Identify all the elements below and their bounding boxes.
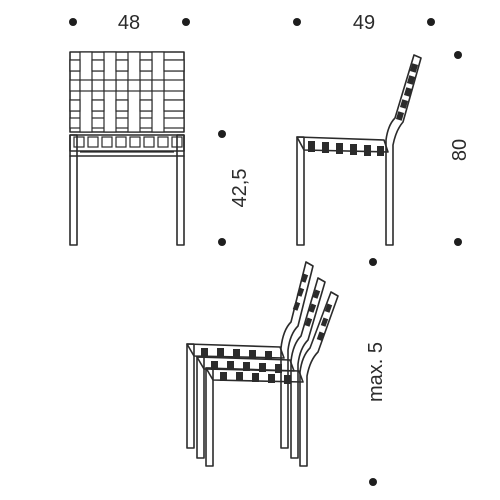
height-dot-top — [454, 51, 462, 59]
stack-dot-top — [369, 258, 377, 266]
side-seat-webbing — [308, 141, 384, 156]
height-label: 80 — [449, 139, 471, 161]
width-label: 48 — [118, 12, 140, 34]
front-backrest-webbing — [69, 51, 185, 133]
front-seat-webbing — [73, 136, 183, 148]
depth-dot-right — [427, 18, 435, 26]
depth-dot-left — [293, 18, 301, 26]
width-dot-right — [182, 18, 190, 26]
height-dot-bottom — [454, 238, 462, 246]
stacked-chair-3 — [205, 291, 339, 467]
side-front-leg — [296, 136, 305, 246]
side-backrest-webbing — [395, 63, 419, 121]
stacked-chair-2 — [196, 277, 326, 459]
side-seat-rail — [296, 136, 389, 153]
stacked-chair-1 — [186, 261, 314, 449]
seat-height-dot-bottom — [218, 238, 226, 246]
chair-stacked-view — [186, 261, 339, 467]
stack-dot-bottom — [369, 478, 377, 486]
chair-front-view — [69, 51, 185, 246]
stacking-label: max. 5 — [365, 342, 387, 402]
depth-label: 49 — [353, 12, 375, 34]
side-back-leg — [385, 54, 422, 246]
width-dot-left — [69, 18, 77, 26]
front-leg-right — [176, 134, 185, 246]
dimension-markers — [69, 18, 462, 486]
chair-side-view — [296, 54, 422, 246]
front-leg-left — [69, 134, 78, 246]
seat-height-dot-top — [218, 130, 226, 138]
front-backrest-frame — [69, 51, 185, 133]
seat-height-label: 42,5 — [229, 169, 251, 208]
